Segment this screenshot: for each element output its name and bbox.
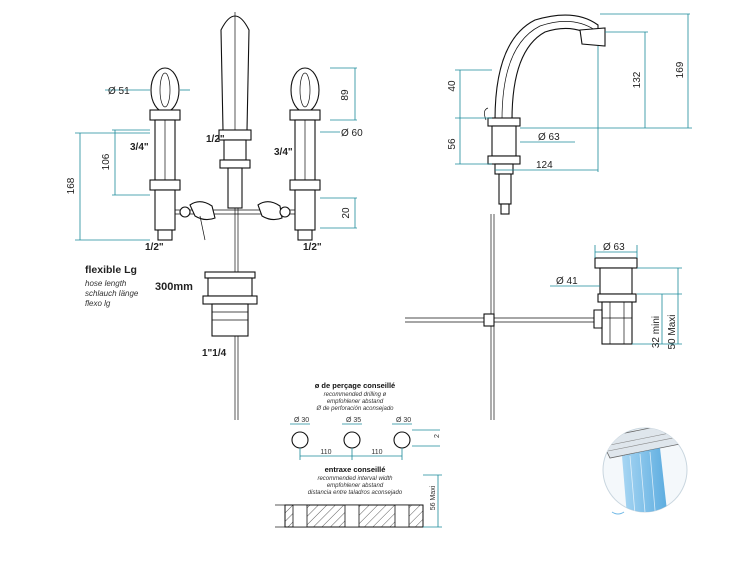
thread-1-2-left: 1/2" [145, 242, 164, 253]
dim-20: 20 [341, 207, 352, 219]
interval-dim-56-maxi: 56 Maxi [430, 485, 437, 510]
hose-line2: schlauch länge [85, 289, 139, 298]
hose-connectors [175, 201, 295, 420]
interval-title: entraxe conseillé [325, 465, 386, 474]
interval-line2: empfohlener abstand [327, 483, 384, 489]
interval-line3: distancia entre taladros aconsejado [308, 490, 403, 496]
hose-line1: hose length [85, 279, 127, 288]
drilling-line1: recommended drilling ø [324, 392, 387, 398]
hose-length: 300mm [155, 281, 193, 293]
interval-line1: recommended interval width [317, 476, 393, 482]
dim-diameter-51: Ø 51 [108, 86, 130, 97]
dim-50-maxi: 50 Maxi [667, 314, 678, 349]
dim-132: 132 [632, 71, 643, 88]
dim-89: 89 [340, 89, 351, 101]
dim-40: 40 [447, 80, 458, 92]
drain-view: Ø 63 Ø 41 32 mini 50 Maxi [550, 242, 682, 350]
drilling-line2: empfohlener abstand [327, 399, 384, 405]
drill-spacing-110-left: 110 [320, 449, 331, 456]
dim-32-mini: 32 mini [651, 316, 662, 348]
dim-169: 169 [675, 61, 686, 78]
hose-title: flexible Lg [85, 264, 137, 276]
thread-1-2-right: 1/2" [303, 242, 322, 253]
dim-124: 124 [536, 160, 553, 171]
drill-dia-35: Ø 35 [346, 417, 361, 424]
dim-drain-diameter-41: Ø 41 [556, 276, 578, 287]
thread-1-2-top: 1/2" [206, 134, 225, 145]
right-handle [289, 67, 321, 241]
drill-dia-30-right: Ø 30 [396, 417, 411, 424]
drilling-diagram: ø de perçage conseillé recommended drill… [290, 381, 441, 460]
side-spout [405, 14, 606, 420]
dim-106: 106 [101, 153, 112, 170]
thread-3-4-left: 3/4" [130, 142, 149, 153]
interval-diagram: entraxe conseillé recommended interval w… [275, 465, 442, 528]
dim-168: 168 [66, 177, 77, 194]
front-dimension-lines [75, 67, 357, 241]
dim-side-diameter-63: Ø 63 [538, 132, 560, 143]
drill-spacing-110-right: 110 [371, 449, 382, 456]
drilling-title: ø de perçage conseillé [315, 381, 395, 390]
waterfall-spout-icon [602, 427, 688, 515]
drill-dia-30-left: Ø 30 [294, 417, 309, 424]
drilling-line3: Ø de perforación aconsejado [315, 406, 394, 412]
front-view: Ø 51 89 Ø 60 106 168 20 3/4" 1/2" 3/4" 1… [66, 12, 363, 420]
thread-1-1-4: 1"1/4 [202, 348, 227, 359]
dim-drain-diameter-63: Ø 63 [603, 242, 625, 253]
dim-diameter-60: Ø 60 [341, 128, 363, 139]
drill-dim-2: 2 [434, 434, 441, 438]
hose-line3: flexo lg [85, 299, 111, 308]
dim-56: 56 [447, 138, 458, 150]
side-view: 169 132 40 56 Ø 63 124 [405, 13, 692, 420]
pop-up-drain [202, 271, 258, 337]
side-dimension-lines [455, 13, 692, 172]
spout-body [218, 12, 252, 209]
thread-3-4-right: 3/4" [274, 147, 293, 158]
